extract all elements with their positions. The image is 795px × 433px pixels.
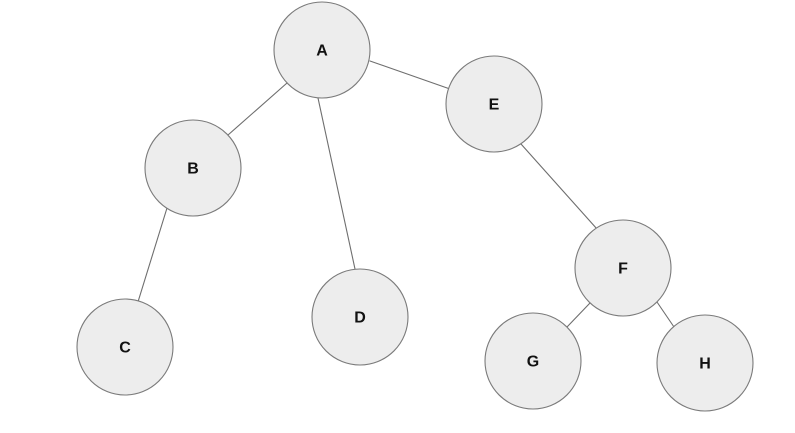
graph-node-b[interactable]: B [144,119,242,217]
graph-node-f[interactable]: F [574,219,672,317]
graph-node-label-h: H [699,356,711,373]
graph-node-circle-c[interactable] [76,298,174,396]
graph-node-g[interactable]: G [484,312,582,410]
graph-node-c[interactable]: C [76,298,174,396]
graph-node-circle-g[interactable] [484,312,582,410]
graph-edge-e-f [520,143,598,230]
graph-node-label-d: D [354,310,366,327]
graph-node-circle-e[interactable] [445,55,543,153]
graph-edge-a-e [369,60,451,90]
graph-node-label-b: B [187,161,199,178]
graph-node-circle-f[interactable] [574,219,672,317]
graph-node-label-a: A [316,43,328,60]
graph-node-label-c: C [119,340,131,357]
graph-node-label-g: G [527,354,539,371]
graph-node-h[interactable]: H [656,314,754,412]
nodes-layer: A B C D E F G H [76,1,754,412]
graph-edge-b-c [132,207,168,319]
graph-node-a[interactable]: A [273,1,371,99]
edges-layer [132,60,675,328]
graph-edge-a-d [317,97,356,270]
graph-edge-a-b [227,82,288,136]
graph-node-e[interactable]: E [445,55,543,153]
graph-node-label-f: F [618,261,628,278]
graph-edge-f-g [566,302,591,328]
graph-node-circle-a[interactable] [273,1,371,99]
graph-node-circle-h[interactable] [656,314,754,412]
graph-node-circle-d[interactable] [311,268,409,366]
graph-node-circle-b[interactable] [144,119,242,217]
graph-node-label-e: E [489,97,500,114]
graph-edge-f-h [656,301,675,328]
graph-node-d[interactable]: D [311,268,409,366]
